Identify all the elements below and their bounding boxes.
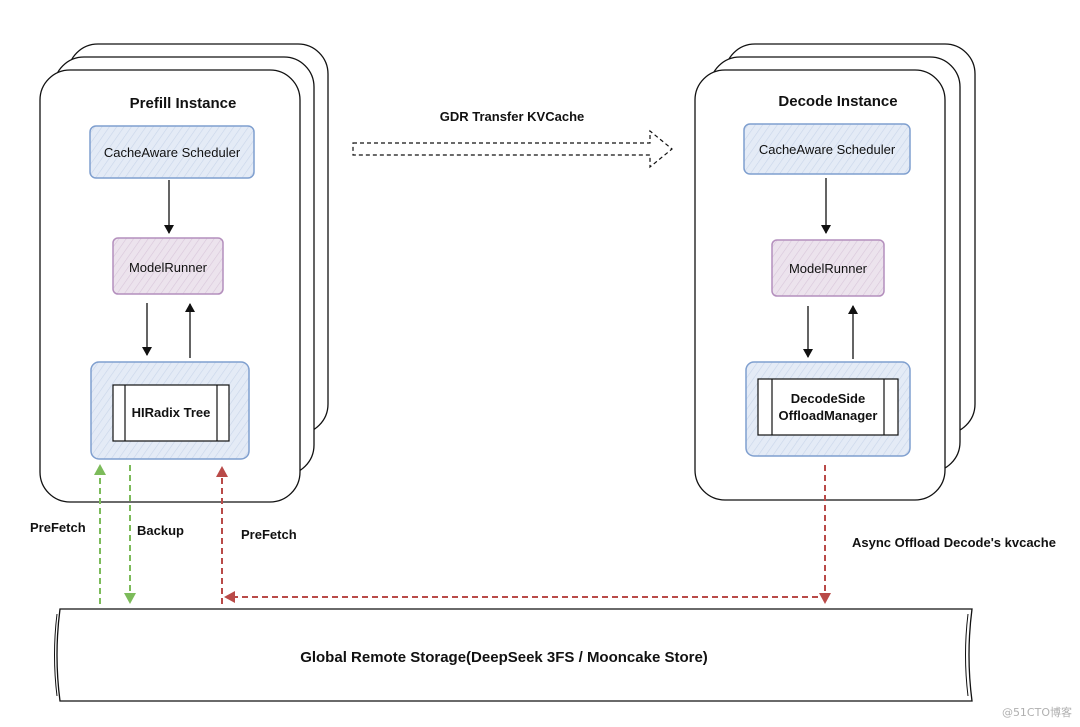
decode-runner-label: ModelRunner [789,261,868,276]
prefill-runner-label: ModelRunner [129,260,208,275]
decode-instance: Decode Instance CacheAware Scheduler Mod… [694,43,976,501]
watermark: @51CTO博客 [1002,705,1072,719]
decode-title: Decode Instance [778,93,897,110]
prefill-scheduler-box[interactable]: CacheAware Scheduler [89,125,255,179]
gdr-transfer-arrow [352,129,673,169]
prefill-instance: Prefill Instance CacheAware Scheduler Mo… [39,43,329,503]
decode-scheduler-label: CacheAware Scheduler [759,142,896,157]
decode-manager-label-line1: DecodeSide [791,391,865,406]
gdr-transfer-label: GDR Transfer KVCache [440,109,585,124]
decode-manager-label-line2: OffloadManager [779,408,878,423]
global-storage-label: Global Remote Storage(DeepSeek 3FS / Moo… [300,649,708,666]
gdr-transfer: GDR Transfer KVCache [352,109,673,169]
global-storage[interactable]: Global Remote Storage(DeepSeek 3FS / Moo… [54,608,973,702]
prefetch-right-label: PreFetch [241,527,297,542]
prefill-runner-box[interactable]: ModelRunner [112,237,224,295]
async-offload-label: Async Offload Decode's kvcache [852,535,1056,550]
decode-runner-box[interactable]: ModelRunner [771,239,885,297]
prefill-tree-label: HIRadix Tree [132,405,211,420]
prefill-title: Prefill Instance [130,95,237,112]
prefetch-left-label: PreFetch [30,520,86,535]
decode-manager-box[interactable]: DecodeSide OffloadManager [745,361,911,457]
backup-label: Backup [137,523,184,538]
prefill-scheduler-label: CacheAware Scheduler [104,145,241,160]
storage-links: PreFetch Backup PreFetch Async Offload D… [30,464,1056,604]
prefill-tree-box[interactable]: HIRadix Tree [90,361,250,460]
decode-scheduler-box[interactable]: CacheAware Scheduler [743,123,911,175]
